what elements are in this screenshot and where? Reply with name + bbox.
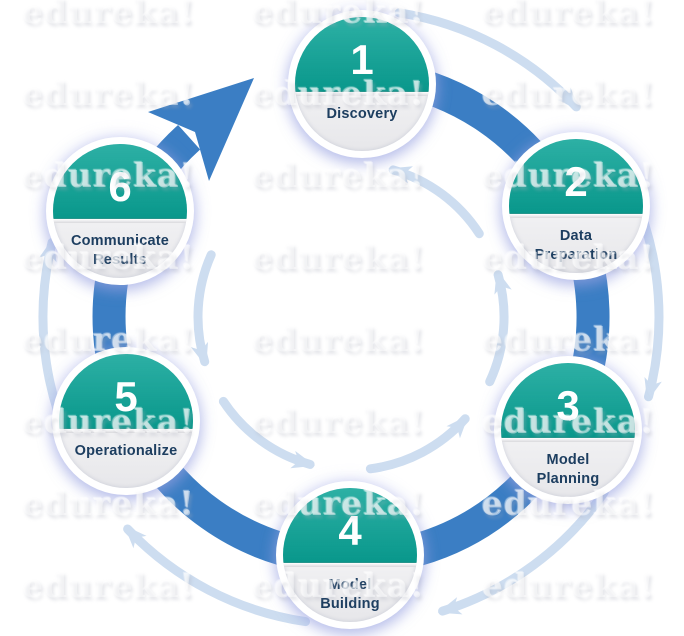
stage-3-label: Model Planning [536,452,600,487]
stage-circle-6-body: 6 Communicate Results [53,144,187,278]
iteration-arrow-forward [437,487,609,616]
stage-2-label: Data Preparation [534,228,618,263]
stage-circle-4-body: 4 Model Building [283,488,417,622]
stage-6-divider [53,219,187,223]
stage-4-label: Model Building [320,577,380,612]
stage-circle-5: 5 Operationalize [52,347,200,495]
stage-circle-4: 4 Model Building [276,481,424,629]
stage-1-divider [295,92,429,96]
iteration-arrow-backward [388,165,484,239]
stage-circle-5-body: 5 Operationalize [59,354,193,488]
stage-circle-3-body: 3 Model Planning [501,363,635,497]
iteration-arrow-forward [394,8,581,112]
stage-1-label: Discovery [326,106,398,122]
stage-5-divider [59,429,193,433]
stage-6-number: 6 [53,144,187,219]
stage-circle-1-body: 1 Discovery [295,17,429,151]
stage-2-divider [509,214,643,218]
stage-circle-1: 1 Discovery [288,10,436,158]
stage-1-number: 1 [295,17,429,92]
stage-3-number: 3 [501,363,635,438]
stage-4-number: 4 [283,488,417,563]
stage-circle-2: 2 Data Preparation [502,132,650,280]
iteration-arrow-backward [190,250,216,367]
stage-5-number: 5 [59,354,193,429]
stage-3-divider [501,438,635,442]
stage-circle-2-body: 2 Data Preparation [509,139,643,273]
iteration-arrow-backward [365,414,470,474]
stage-5-label: Operationalize [74,443,178,459]
stage-2-number: 2 [509,139,643,214]
stage-circle-3: 3 Model Planning [494,356,642,504]
stage-circle-6: 6 Communicate Results [46,137,194,285]
iteration-arrow-backward [485,269,512,387]
stage-4-divider [283,563,417,567]
cycle-arrowhead [148,78,254,181]
iteration-arrow-backward [218,396,315,469]
stage-6-label: Communicate Results [70,233,170,268]
iteration-arrow-forward [123,524,310,627]
